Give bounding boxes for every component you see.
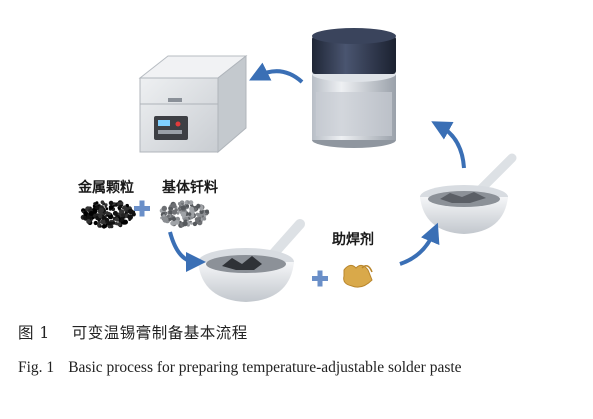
particle (187, 212, 192, 216)
particle (181, 201, 184, 204)
particle (192, 221, 198, 227)
figure-title-cn: 可变温锡膏制备基本流程 (71, 324, 248, 342)
process-diagram: 金属颗粒 基体钎料 助焊剂 (77, 28, 517, 302)
figure-caption-en: Fig. 1 Basic process for preparing temper… (18, 354, 566, 382)
particle (203, 214, 207, 218)
particle (108, 205, 114, 210)
particle (105, 207, 109, 211)
particle (119, 209, 125, 215)
particle (195, 212, 199, 216)
particle (188, 200, 194, 206)
metal-particles-icon (80, 200, 136, 229)
particle (98, 214, 103, 219)
particle (168, 217, 172, 221)
figure-title-en: Basic process for preparing temperature-… (68, 359, 462, 376)
solder-matrix-icon (159, 200, 210, 228)
particle (205, 209, 209, 214)
particle (167, 214, 170, 218)
particle (119, 201, 124, 206)
particle (177, 202, 182, 206)
particle (161, 205, 167, 212)
particle (178, 208, 182, 212)
particle (125, 203, 129, 208)
particle (172, 221, 177, 225)
plus-icon-bottom (312, 270, 328, 287)
particle (119, 216, 125, 222)
particle (171, 209, 178, 215)
particle (100, 200, 105, 204)
particle (185, 201, 188, 205)
figure-caption-cn: 图 1 可变温锡膏制备基本流程 (18, 321, 248, 343)
particle (95, 215, 100, 221)
particle (100, 219, 106, 225)
mortar-left-icon (198, 219, 305, 302)
particle (180, 211, 187, 217)
particle (127, 214, 133, 220)
particle (101, 224, 107, 229)
heating-machine-icon (138, 54, 248, 154)
solder-matrix-label: 基体钎料 (162, 179, 218, 196)
particle (99, 225, 103, 228)
arrow-to-mortar-icon (168, 231, 206, 272)
arrow-to-right-mortar-icon (399, 222, 440, 266)
particle (196, 203, 201, 209)
particle (104, 217, 107, 220)
particle (131, 210, 136, 214)
particle (108, 200, 114, 206)
particle (98, 207, 105, 213)
particle (122, 205, 127, 209)
particle (95, 201, 99, 205)
figure-number-en: Fig. 1 (18, 359, 55, 376)
arrow-to-jar-icon (431, 121, 466, 169)
particle (123, 219, 128, 225)
particle (171, 203, 177, 209)
particle (171, 216, 177, 222)
particle (109, 224, 114, 229)
particle (105, 211, 109, 215)
jar-icon (312, 28, 396, 148)
particle (193, 207, 197, 211)
particle (104, 205, 107, 208)
particle (98, 220, 101, 224)
particle (169, 204, 173, 208)
particle (189, 206, 195, 212)
particle (108, 212, 112, 216)
particle (112, 219, 115, 222)
particle (181, 205, 186, 210)
particle (162, 214, 166, 217)
particle (199, 206, 204, 211)
particle (117, 222, 122, 227)
particle (199, 209, 204, 214)
particle (182, 221, 188, 227)
particle (86, 219, 91, 224)
particle (114, 217, 120, 222)
particle (185, 204, 190, 208)
particle (83, 211, 88, 216)
figure-number-cn: 图 1 (18, 324, 50, 342)
flux-icon (343, 264, 373, 288)
particle (92, 208, 98, 214)
particle (84, 217, 87, 221)
arrow-to-machine-icon (249, 62, 304, 84)
flux-label: 助焊剂 (332, 231, 374, 248)
particle (93, 220, 98, 226)
plus-icon-top (134, 200, 150, 217)
particle (119, 204, 123, 209)
particle (202, 216, 207, 221)
particle (121, 213, 126, 218)
particle (112, 210, 118, 216)
particle (187, 201, 190, 204)
particle (190, 222, 193, 225)
mortar-right-icon (420, 153, 517, 234)
particle (198, 216, 202, 220)
particle (176, 211, 180, 215)
particle (88, 211, 94, 216)
particle (169, 210, 172, 213)
particle (191, 213, 195, 218)
metal-particles-label: 金属颗粒 (77, 179, 134, 196)
particle (106, 221, 110, 225)
particle (112, 202, 116, 206)
